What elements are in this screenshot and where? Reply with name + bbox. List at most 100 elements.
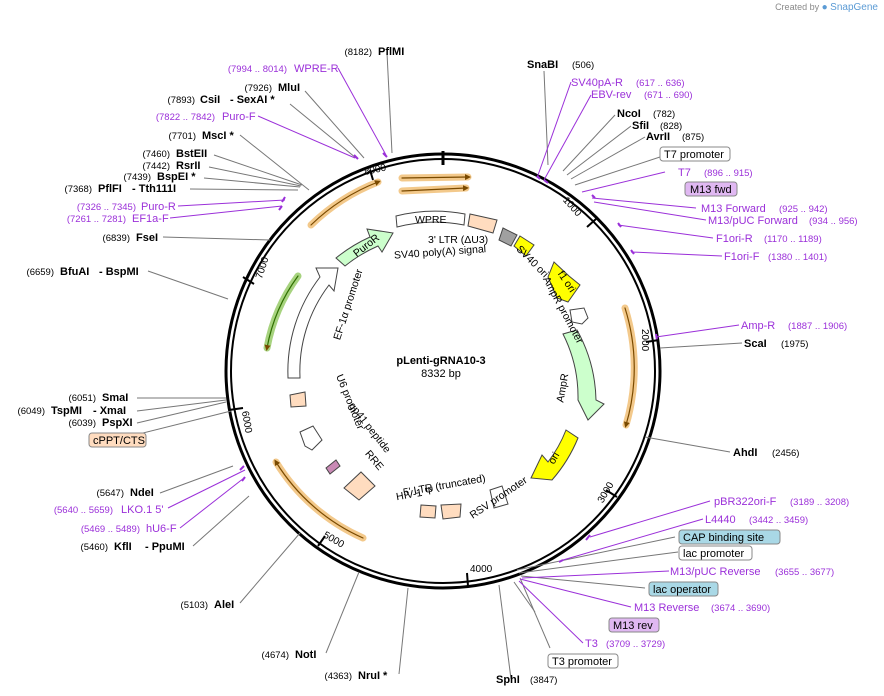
enzyme-csii: CsiI <box>200 94 220 106</box>
brand-prefix: Created by <box>775 2 820 12</box>
primer-wpre-r-range: (7994 .. 8014) <box>228 64 287 75</box>
enzyme-kfli-pos: (5460) <box>81 542 108 553</box>
primer-pbr322ori-f-range: (3189 .. 3208) <box>790 497 849 508</box>
box-t3-promoter: T3 promoter <box>552 656 612 668</box>
tick-1000: 1000 <box>560 195 583 219</box>
primer-marks <box>239 152 658 563</box>
primer-m13puc-forward-range: (934 .. 956) <box>809 216 858 227</box>
primer-ebv-rev: EBV-rev <box>591 89 632 101</box>
enzyme-avrii: AvrII <box>646 131 670 143</box>
box-cap-binding: CAP binding site <box>683 532 764 544</box>
box-lac-operator: lac operator <box>653 584 711 596</box>
feature-ef1a-shape <box>287 267 339 379</box>
enzyme-ppumi: - PpuMI <box>145 541 185 553</box>
enzyme-sfii: SfiI <box>632 120 649 132</box>
feature-sv40ori-shape <box>513 235 535 257</box>
enzyme-sphi: SphI <box>496 674 520 686</box>
tick-6000: 6000 <box>239 410 254 434</box>
tick-2000: 2000 <box>639 329 650 352</box>
brand-name: SnapGene <box>830 2 878 13</box>
feature-3ltr-shape <box>467 213 498 234</box>
outer-arrow-south <box>272 458 367 542</box>
enzyme-pflfi-pos: (7368) <box>65 184 92 195</box>
primer-l4440-range: (3442 .. 3459) <box>749 515 808 526</box>
enzyme-bspei: BspEI * <box>157 171 196 183</box>
enzyme-tspmi: TspMI <box>51 405 82 417</box>
enzyme-pspxi-pos: (6039) <box>69 418 96 429</box>
enzyme-nrui-pos: (4363) <box>325 671 352 682</box>
primer-t7: T7 <box>678 167 691 179</box>
primer-puro-f: Puro-F <box>222 111 256 123</box>
enzyme-bfuai-pos: (6659) <box>27 267 54 278</box>
enzyme-rsrii-pos: (7442) <box>143 161 170 172</box>
label-sv40pa: SV40 poly(A) signal <box>394 243 487 261</box>
feature-u6-shape <box>299 425 323 451</box>
enzyme-alei: AleI <box>214 599 234 611</box>
primer-m13puc-reverse: M13/pUC Reverse <box>670 566 760 578</box>
primer-f1ori-r: F1ori-R <box>716 233 753 245</box>
enzyme-bsteii-pos: (7460) <box>143 149 170 160</box>
primer-puro-r-range: (7326 .. 7345) <box>77 202 136 213</box>
enzyme-kfli: KflI <box>114 541 132 553</box>
primer-m13-forward-range: (925 .. 942) <box>779 204 828 215</box>
enzyme-rsrii: RsrII <box>176 160 200 172</box>
label-wpre: WPRE <box>415 214 447 226</box>
enzyme-smai: SmaI <box>102 392 128 404</box>
label-sv40ori: SV40 ori <box>514 243 551 280</box>
feature-wpre-shape <box>395 210 466 228</box>
primer-m13-reverse-range: (3674 .. 3690) <box>711 603 770 614</box>
feature-puror-shape <box>335 228 394 267</box>
enzyme-ahdi: AhdI <box>733 447 757 459</box>
label-hiv: HIV-1 Ψ <box>395 485 435 503</box>
enzyme-scai-pos: (1975) <box>781 339 808 350</box>
feature-ori-shape <box>530 429 579 481</box>
enzyme-ncoi-pos: (782) <box>653 109 675 120</box>
enzyme-fsei-pos: (6839) <box>103 233 130 244</box>
primer-m13-forward: M13 Forward <box>701 203 766 215</box>
enzyme-bspei-pos: (7439) <box>124 172 151 183</box>
primer-puro-f-range: (7822 .. 7842) <box>156 112 215 123</box>
brand-credit: Created by ● SnapGene <box>775 2 878 13</box>
tick-8000: 8000 <box>363 162 387 177</box>
feature-cppt-shape <box>289 391 307 408</box>
label-u6: U6 promoter <box>333 373 366 432</box>
label-ori: ori <box>546 450 562 466</box>
enzyme-pflmi: PflMI <box>378 46 404 58</box>
enzyme-ahdi-pos: (2456) <box>772 448 799 459</box>
enzyme-pspxi: PspXI <box>102 417 133 429</box>
feature-gp41-shape <box>325 459 341 475</box>
outer-arrow-nw <box>307 178 382 229</box>
box-cppt-cts: cPPT/CTS <box>93 435 145 447</box>
tick-3000: 3000 <box>596 480 617 505</box>
primer-m13puc-reverse-range: (3655 .. 3677) <box>775 567 834 578</box>
enzyme-bsteii: BstEII <box>176 148 207 160</box>
primer-t7-range: (896 .. 915) <box>704 168 753 179</box>
enzyme-noti-pos: (4674) <box>262 650 289 661</box>
primer-ebv-rev-range: (671 .. 690) <box>644 90 693 101</box>
enzyme-tspmi-pos: (6049) <box>18 406 45 417</box>
enzyme-ndei: NdeI <box>130 487 154 499</box>
enzyme-ndei-pos: (5647) <box>97 488 124 499</box>
primer-m13puc-forward: M13/pUC Forward <box>708 215 798 227</box>
enzyme-ncoi: NcoI <box>617 108 641 120</box>
plasmid-size: 8332 bp <box>421 368 461 380</box>
primer-leader-lines <box>167 67 740 644</box>
feature-sv40pa-shape <box>498 227 518 247</box>
label-3ltr: 3' LTR (ΔU3) <box>428 234 488 246</box>
enzyme-noti: NotI <box>295 649 316 661</box>
feature-rre-shape <box>343 471 376 501</box>
feature-ampr-promoter-shape <box>569 307 589 325</box>
boxed-labels: T7 promoter M13 fwd CAP binding site lac… <box>88 146 781 669</box>
enzyme-mlui: MluI <box>278 82 300 94</box>
enzyme-pflfi: PflFI <box>98 183 122 195</box>
primer-amp-r-range: (1887 .. 1906) <box>788 321 847 332</box>
snapgene-logo: ● <box>821 2 828 13</box>
enzyme-nrui: NruI * <box>358 670 388 682</box>
outer-feature-arrows <box>263 173 638 542</box>
primer-pbr322ori-f: pBR322ori-F <box>714 496 777 508</box>
primer-hu6-f: hU6-F <box>146 523 177 535</box>
enzyme-sexai: - SexAI * <box>230 94 275 106</box>
primer-t3: T3 <box>585 638 598 650</box>
primer-hu6-f-range: (5469 .. 5489) <box>81 524 140 535</box>
